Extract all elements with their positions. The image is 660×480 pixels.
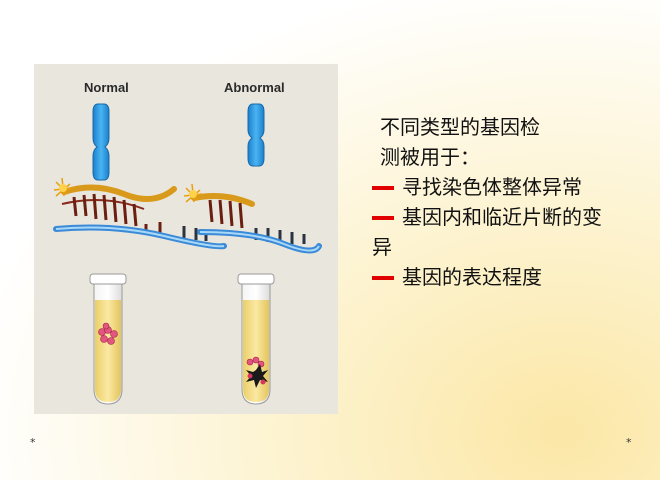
normal-chromosome xyxy=(92,103,110,181)
bullet-item: 基因内和临近片断的变 xyxy=(372,202,652,232)
bullet-text: 寻找染色体整体异常 xyxy=(402,175,582,199)
bullet-dash-icon xyxy=(372,216,394,220)
intro-line-1: 不同类型的基因检 xyxy=(380,115,540,139)
bullet-item: 寻找染色体整体异常 xyxy=(372,172,652,202)
abnormal-chromosome xyxy=(247,103,265,167)
abnormal-dna-hybridization xyxy=(183,183,322,254)
footer-mark-left: * xyxy=(30,436,36,449)
abnormal-test-tube xyxy=(237,273,275,405)
abnormal-label: Abnormal xyxy=(224,80,285,95)
bullet-dash-icon xyxy=(372,186,394,190)
normal-label: Normal xyxy=(84,80,129,95)
bullet-dash-icon xyxy=(372,276,394,280)
genetic-test-figure: Normal Abnormal xyxy=(34,64,338,414)
normal-test-tube xyxy=(89,273,127,405)
figure-illustration xyxy=(53,103,322,405)
description-text: 不同类型的基因检 测被用于： 寻找染色体整体异常 基因内和临近片断的变 异 基因… xyxy=(372,112,652,292)
intro-line-2: 测被用于： xyxy=(380,145,480,169)
bullet-item: 基因的表达程度 xyxy=(372,262,652,292)
footer-mark-right: * xyxy=(626,436,632,449)
bullet-text: 基因内和临近片断的变 xyxy=(402,205,602,229)
bullet-text: 基因的表达程度 xyxy=(402,265,542,289)
normal-dna-hybridization xyxy=(53,177,227,250)
bullet-continuation: 异 xyxy=(372,235,392,259)
